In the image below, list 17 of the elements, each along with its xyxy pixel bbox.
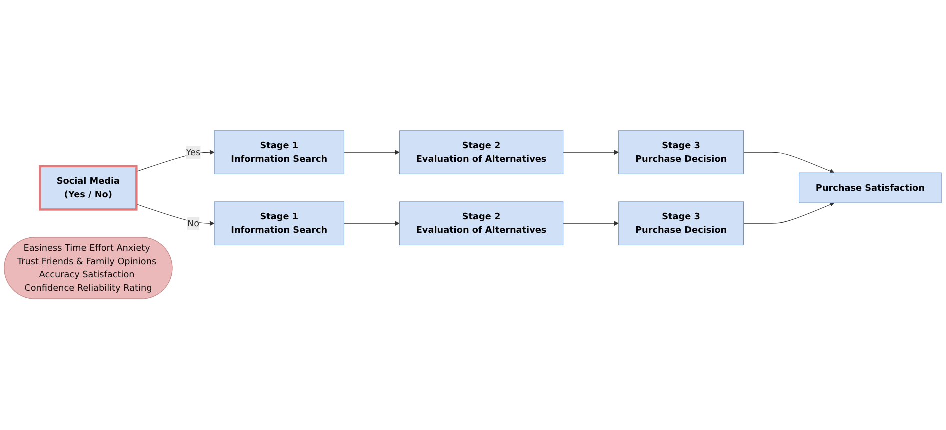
edge-label: No	[187, 218, 200, 229]
node-box: Stage 1 Information Search	[214, 130, 344, 174]
arrow	[563, 221, 620, 226]
arrow	[563, 150, 620, 155]
node-box: Stage 3 Purchase Decision	[618, 202, 744, 246]
node-box: Purchase Satisfaction	[799, 172, 942, 204]
node-box: Stage 3 Purchase Decision	[618, 130, 744, 174]
node-box: Stage 2 Evaluation of Alternatives	[399, 130, 564, 174]
node-box: Social Media (Yes / No)	[39, 165, 138, 211]
arrow	[744, 152, 835, 174]
node-box: Stage 2 Evaluation of Alternatives	[399, 202, 564, 246]
edge-label: Yes	[186, 147, 201, 158]
arrow	[744, 202, 835, 224]
arrow	[136, 150, 215, 172]
arrow	[344, 150, 400, 155]
node-box: Stage 1 Information Search	[214, 202, 344, 246]
arrow	[344, 221, 400, 226]
